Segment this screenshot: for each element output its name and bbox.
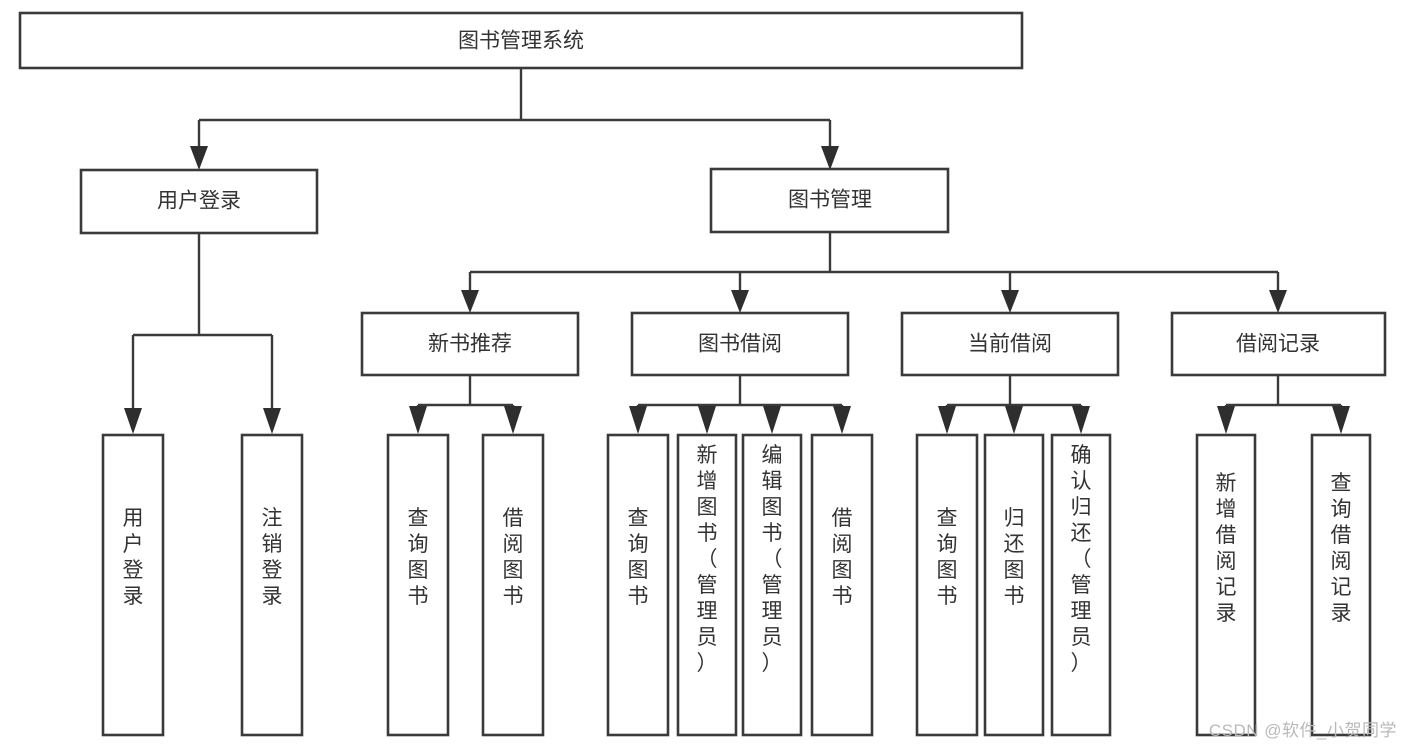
node-leaf-add-borrow-record-label: 新增借阅记录 (1216, 472, 1237, 625)
node-leaf-user-login[interactable]: 用户登录 (101, 433, 165, 737)
node-new-book-recommend[interactable]: 新书推荐 (360, 311, 580, 377)
arrow-root-to-book (821, 146, 839, 170)
node-leaf-add-book-box[interactable] (676, 433, 738, 737)
node-leaf-search-book-3-label: 查询图书 (937, 507, 958, 608)
node-book-borrow-box[interactable] (630, 311, 850, 377)
node-current-borrow-label: 当前借阅 (968, 333, 1052, 356)
node-new-book-recommend-box[interactable] (360, 311, 580, 377)
node-leaf-search-borrow-record-label: 查询借阅记录 (1331, 472, 1352, 625)
node-leaf-logout[interactable]: 注销登录 (240, 433, 304, 737)
node-borrow-record[interactable]: 借阅记录 (1170, 311, 1387, 377)
arrow-user-leaf2 (263, 408, 281, 434)
node-current-borrow[interactable]: 当前借阅 (900, 311, 1120, 377)
node-current-borrow-box[interactable] (900, 311, 1120, 377)
node-leaf-return-book-box[interactable] (983, 433, 1045, 737)
connector-group-book-manage (461, 232, 1287, 313)
node-leaf-borrow-book-1-label: 借阅图书 (503, 507, 524, 608)
node-leaf-search-book-1-box[interactable] (386, 433, 450, 737)
arrow-current-l3 (1072, 406, 1090, 434)
arrow-record-l2 (1332, 406, 1350, 434)
node-leaf-borrow-book-2-box[interactable] (810, 433, 874, 737)
node-leaf-borrow-book-2[interactable]: 借阅图书 (810, 433, 874, 737)
csdn-watermark: CSDN @软件_小贺同学 (1208, 721, 1397, 740)
node-book-borrow-label: 图书借阅 (698, 333, 782, 356)
node-leaf-add-borrow-record[interactable]: 新增借阅记录 (1195, 433, 1257, 737)
node-leaf-user-login-box[interactable] (101, 433, 165, 737)
node-leaf-confirm-return[interactable]: 确认归还（管理员） (1050, 433, 1112, 737)
node-leaf-logout-label: 注销登录 (262, 507, 283, 608)
node-leaf-search-book-3-box[interactable] (915, 433, 979, 737)
arrow-book-c4 (1269, 290, 1287, 313)
node-borrow-record-box[interactable] (1170, 311, 1387, 377)
node-leaf-search-borrow-record-box[interactable] (1310, 433, 1372, 737)
arrow-borrow-l1 (629, 406, 647, 434)
node-book-management-box[interactable] (709, 167, 950, 234)
node-book-borrow[interactable]: 图书借阅 (630, 311, 850, 377)
node-root[interactable]: 图书管理系统 (18, 11, 1024, 70)
connector-group-current-borrow (938, 375, 1090, 434)
connector-group-user-login (124, 233, 281, 434)
node-leaf-borrow-book-1[interactable]: 借阅图书 (481, 433, 545, 737)
node-user-login-box[interactable] (79, 168, 319, 235)
connector-group-root (190, 68, 839, 170)
node-user-login[interactable]: 用户登录 (79, 168, 319, 235)
node-leaf-search-borrow-record[interactable]: 查询借阅记录 (1310, 433, 1372, 737)
node-leaf-return-book-label: 归还图书 (1004, 507, 1025, 608)
node-book-management-label: 图书管理 (788, 189, 872, 212)
arrow-current-l2 (1005, 406, 1023, 434)
node-leaf-add-book-label: 新增图书（管理员） (697, 444, 718, 675)
node-leaf-search-book-1-label: 查询图书 (408, 507, 429, 608)
arrow-record-l1 (1217, 406, 1235, 434)
node-user-login-label: 用户登录 (157, 190, 241, 213)
node-leaf-return-book[interactable]: 归还图书 (983, 433, 1045, 737)
arrow-newbook-l2 (504, 406, 522, 434)
node-leaf-search-book-2-label: 查询图书 (628, 507, 649, 608)
arrow-user-leaf1 (124, 408, 142, 434)
node-leaf-search-book-2[interactable]: 查询图书 (606, 433, 670, 737)
arrow-current-l1 (938, 406, 956, 434)
node-leaf-edit-book-label: 编辑图书（管理员） (762, 444, 783, 675)
node-leaf-user-login-label: 用户登录 (123, 507, 144, 608)
arrow-root-to-user (190, 146, 208, 170)
arrow-borrow-l2 (698, 406, 716, 434)
arrow-book-c1 (461, 290, 479, 313)
arrow-book-c2 (731, 290, 749, 313)
arrow-newbook-l1 (409, 406, 427, 434)
node-leaf-confirm-return-box[interactable] (1050, 433, 1112, 737)
connector-group-borrow-record (1217, 375, 1350, 434)
node-leaf-borrow-book-2-label: 借阅图书 (832, 507, 853, 608)
node-leaf-edit-book[interactable]: 编辑图书（管理员） (741, 433, 803, 737)
node-leaf-logout-box[interactable] (240, 433, 304, 737)
node-root-label: 图书管理系统 (458, 30, 584, 53)
arrow-borrow-l3 (763, 406, 781, 434)
node-root-box[interactable] (18, 11, 1024, 70)
node-leaf-search-book-1[interactable]: 查询图书 (386, 433, 450, 737)
arrow-borrow-l4 (833, 406, 851, 434)
node-book-management[interactable]: 图书管理 (709, 167, 950, 234)
node-leaf-search-book-2-box[interactable] (606, 433, 670, 737)
node-borrow-record-label: 借阅记录 (1236, 333, 1320, 356)
node-leaf-add-borrow-record-box[interactable] (1195, 433, 1257, 737)
node-new-book-recommend-label: 新书推荐 (428, 333, 512, 356)
node-leaf-borrow-book-1-box[interactable] (481, 433, 545, 737)
arrow-book-c3 (1001, 290, 1019, 313)
node-leaf-search-book-3[interactable]: 查询图书 (915, 433, 979, 737)
connector-group-new-book (409, 375, 522, 434)
node-leaf-edit-book-box[interactable] (741, 433, 803, 737)
connector-group-book-borrow (629, 375, 851, 434)
node-leaf-confirm-return-label: 确认归还（管理员） (1071, 444, 1092, 675)
node-leaf-add-book[interactable]: 新增图书（管理员） (676, 433, 738, 737)
